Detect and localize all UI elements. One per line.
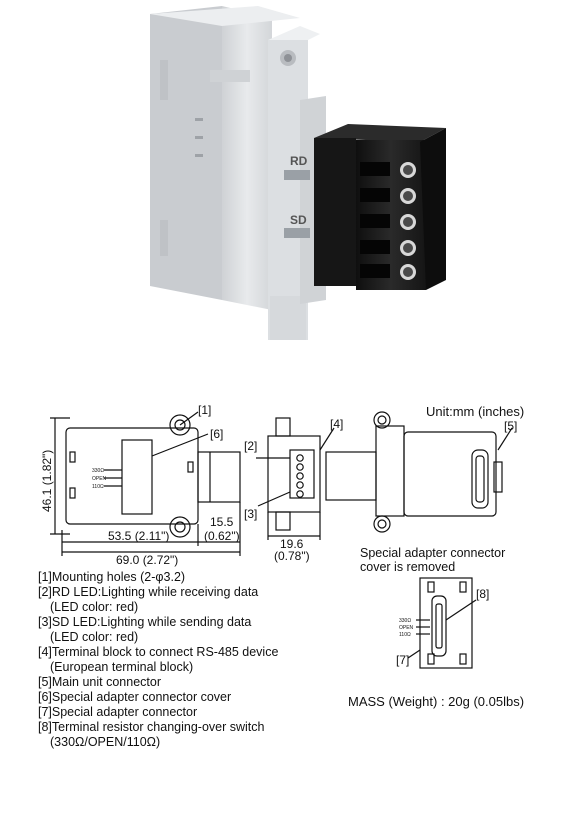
legend-item-main: [4]Terminal block to connect RS-485 devi…	[38, 645, 279, 659]
cv-switch-330: 330Ω	[399, 618, 411, 624]
sd-led	[284, 228, 310, 238]
legend-item-main: [3]SD LED:Lighting while sending data	[38, 615, 252, 629]
legend-item: [1]Mounting holes (2-φ3.2)	[38, 570, 278, 585]
rear-view	[325, 411, 513, 533]
callout-6: [6]	[210, 427, 223, 441]
legend-item-main: [8]Terminal resistor changing-over switc…	[38, 720, 265, 734]
mass-note: MASS (Weight) : 20g (0.05lbs)	[348, 694, 525, 709]
sd-label: SD	[290, 213, 307, 227]
callout-5: [5]	[504, 419, 517, 433]
legend-item: [2]RD LED:Lighting while receiving data(…	[38, 585, 278, 615]
legend-item-main: [1]Mounting holes (2-φ3.2)	[38, 570, 186, 584]
callout-2: [2]	[244, 439, 257, 453]
dim-196: 19.6	[280, 537, 304, 551]
rd-label: RD	[290, 154, 308, 168]
parts-legend: [1]Mounting holes (2-φ3.2) [2]RD LED:Lig…	[38, 570, 278, 750]
legend-item: [8]Terminal resistor changing-over switc…	[38, 720, 278, 750]
legend-item: [4]Terminal block to connect RS-485 devi…	[38, 645, 278, 675]
legend-item: [3]SD LED:Lighting while sending data(LE…	[38, 615, 278, 645]
legend-item-main: [7]Special adapter connector	[38, 705, 198, 719]
legend-item-sub: (330Ω/OPEN/110Ω)	[50, 735, 161, 749]
dimension-drawing: 330Ω OPEN 110Ω [1] [6] 46.1 (1.82") 53.5…	[40, 403, 517, 669]
cv-switch-110: 110Ω	[399, 632, 411, 638]
dim-height: 46.1 (1.82")	[40, 450, 54, 512]
dim-53: 53.5 (2.11")	[108, 529, 169, 543]
legend-item-sub: (LED color: red)	[50, 600, 139, 614]
callout-7: [7]	[396, 653, 409, 667]
legend-item-sub: (LED color: red)	[50, 630, 139, 644]
callout-4: [4]	[330, 417, 343, 431]
legend-item-sub: (European terminal block)	[50, 660, 194, 674]
terminal-block	[314, 124, 446, 290]
dim-69: 69.0 (2.72")	[116, 553, 178, 567]
switch-label-open: OPEN	[92, 476, 107, 482]
callout-8: [8]	[476, 587, 489, 601]
cover-removed-note: Special adapter connector cover is remov…	[360, 546, 505, 574]
dim-196-in: (0.78")	[274, 549, 310, 563]
legend-item: [6]Special adapter connector cover	[38, 690, 278, 705]
cover-removed-line-1: Special adapter connector	[360, 546, 506, 560]
cover-removed-line-2: cover is removed	[360, 560, 456, 574]
legend-item: [5]Main unit connector	[38, 675, 278, 690]
legend-item-main: [5]Main unit connector	[38, 675, 161, 689]
callout-1: [1]	[198, 403, 211, 417]
connector-view	[407, 577, 477, 669]
terminal-screws	[400, 162, 416, 280]
switch-label-110: 110Ω	[92, 484, 104, 490]
side-view	[256, 417, 335, 540]
cv-switch-open: OPEN	[399, 625, 414, 631]
adapter-housing	[150, 6, 326, 340]
legend-item: [7]Special adapter connector	[38, 705, 278, 720]
unit-note: Unit:mm (inches)	[426, 404, 525, 419]
front-view	[50, 411, 241, 556]
callout-3: [3]	[244, 507, 257, 521]
rd-led	[284, 170, 310, 180]
dim-155: 15.5	[210, 515, 234, 529]
product-photo: RD SD	[150, 6, 446, 340]
legend-item-main: [6]Special adapter connector cover	[38, 690, 232, 704]
legend-item-main: [2]RD LED:Lighting while receiving data	[38, 585, 259, 599]
switch-label-330: 330Ω	[92, 468, 104, 474]
dim-155-in: (0.62")	[204, 529, 240, 543]
